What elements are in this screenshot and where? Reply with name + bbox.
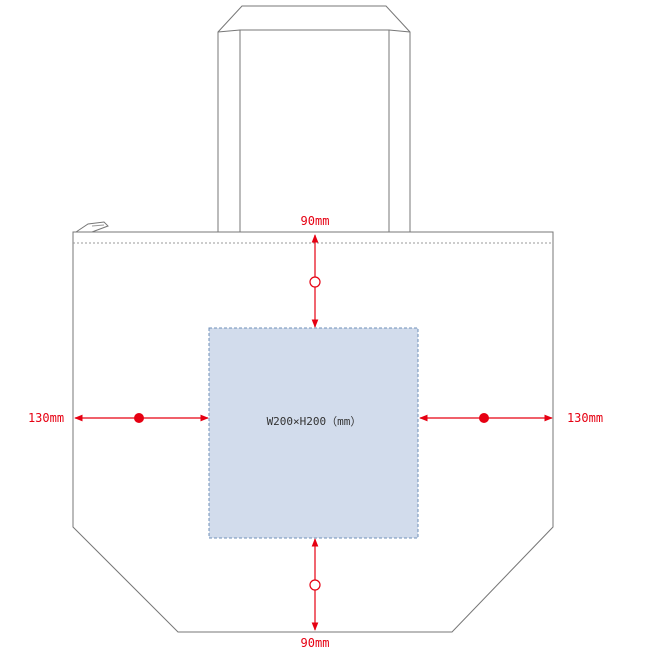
dimension-bottom-marker [309, 579, 321, 591]
dimension-bottom-label: 90mm [301, 636, 330, 650]
dimension-top: 90mm [301, 214, 330, 328]
dimension-left: 130mm [28, 411, 209, 425]
dimension-top-label: 90mm [301, 214, 330, 228]
print-area [208, 327, 419, 539]
bag-handle [217, 5, 411, 232]
dimension-left-label: 130mm [28, 411, 64, 425]
dimension-right-marker [479, 413, 489, 423]
handle-right-shoulder [388, 29, 411, 33]
dimension-right-label: 130mm [567, 411, 603, 425]
dimension-top-marker [309, 276, 321, 288]
dimension-left-marker [134, 413, 144, 423]
dimension-right: 130mm [419, 411, 603, 425]
zipper-pull-icon [74, 221, 109, 233]
dimension-bottom: 90mm [301, 538, 330, 650]
handle-left-shoulder [217, 29, 241, 33]
handle-outer [217, 5, 411, 232]
handle-inner [239, 29, 390, 232]
print-area-label: W200×H200（mm） [267, 415, 362, 428]
